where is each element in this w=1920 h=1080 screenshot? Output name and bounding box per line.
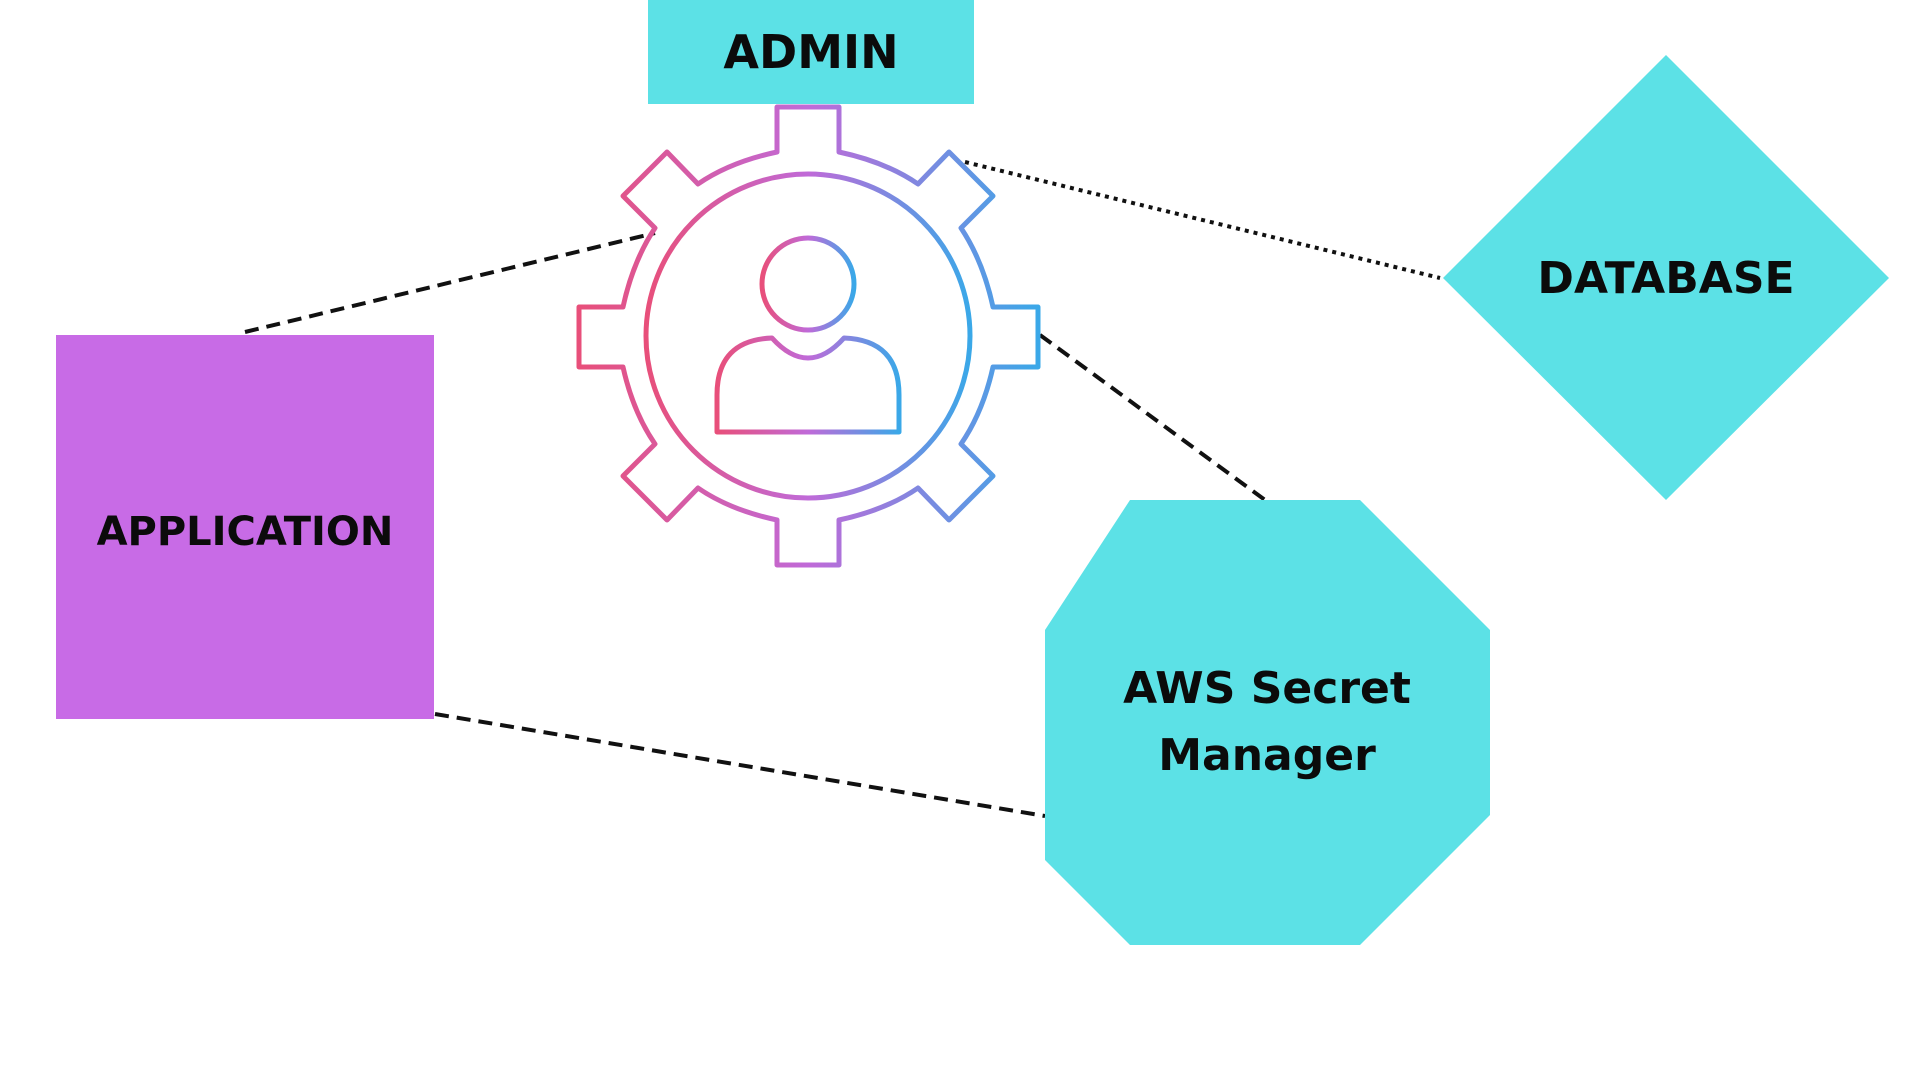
admin-label: ADMIN: [723, 25, 898, 79]
edge-admin-secret-manager: [1038, 333, 1267, 502]
edge-admin-database: [964, 160, 1441, 280]
secret-manager-node: AWS Secret Manager: [1045, 500, 1490, 945]
admin-box: [648, 0, 974, 104]
application-label: APPLICATION: [97, 509, 394, 555]
database-label: DATABASE: [1537, 253, 1794, 304]
secret-manager-label-line2: Manager: [1158, 730, 1376, 781]
edge-application-secret-manager: [434, 712, 1046, 818]
secret-manager-label-line1: AWS Secret: [1123, 663, 1411, 714]
database-diamond: [1443, 55, 1889, 500]
admin-node: ADMIN: [648, 0, 974, 104]
edge-admin-application: [244, 231, 656, 334]
application-node: APPLICATION: [56, 335, 434, 719]
application-box: [56, 335, 434, 719]
secret-manager-octagon: [1045, 500, 1490, 945]
database-node: DATABASE: [1443, 55, 1889, 500]
admin-gear-user-icon: [576, 104, 1041, 568]
